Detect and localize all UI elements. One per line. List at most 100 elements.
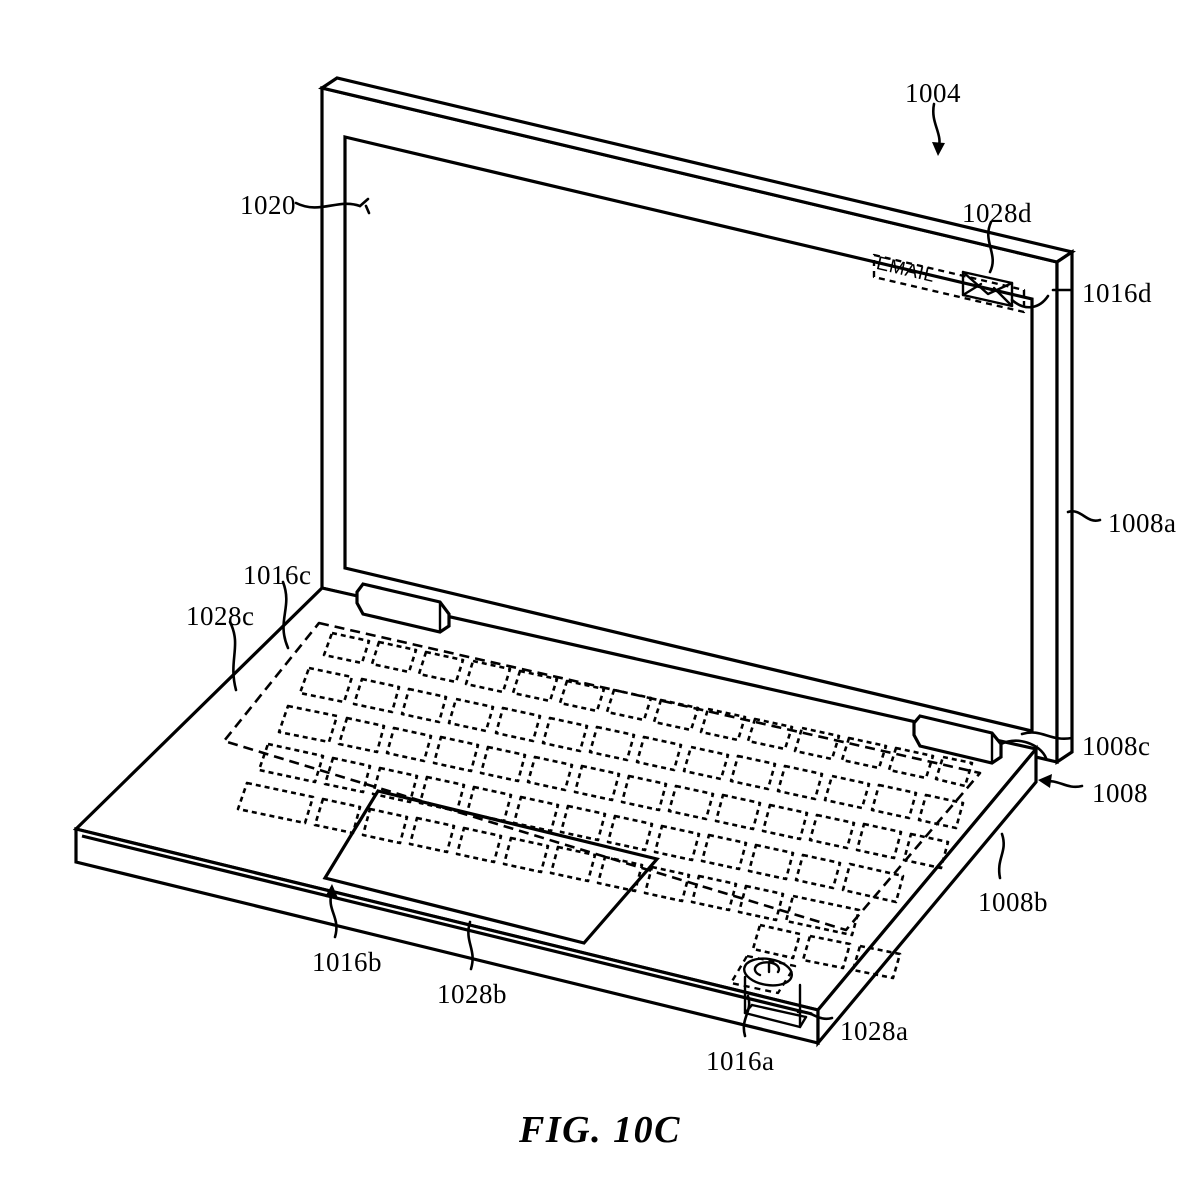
base-right-side-edge-1008b — [816, 744, 1038, 1048]
key-enter[interactable] — [841, 862, 905, 904]
key[interactable] — [667, 784, 715, 821]
keyboard-boundary — [222, 621, 982, 932]
power-button-group-1028a[interactable] — [729, 954, 808, 1029]
key[interactable] — [494, 706, 542, 743]
leader-1028a — [796, 1010, 834, 1021]
key[interactable] — [620, 774, 668, 812]
leader-1020 — [294, 201, 362, 209]
leader-1016a — [742, 994, 751, 1038]
key-shift-left[interactable] — [236, 781, 315, 825]
key[interactable] — [588, 725, 636, 762]
key[interactable] — [502, 836, 550, 874]
key[interactable] — [549, 845, 597, 883]
notification-band — [872, 253, 1026, 314]
key[interactable] — [606, 814, 654, 852]
leader-1016b-arrowhead — [325, 884, 338, 898]
key[interactable] — [298, 666, 354, 704]
key[interactable] — [700, 833, 748, 871]
key[interactable] — [855, 822, 903, 860]
key[interactable] — [917, 793, 965, 830]
key[interactable] — [751, 923, 802, 960]
power-button-region-1016a — [729, 954, 797, 995]
key[interactable] — [653, 824, 701, 862]
key-row-1[interactable] — [322, 631, 974, 788]
key[interactable] — [526, 755, 574, 792]
ref-label-1016c: 1016c — [243, 560, 312, 590]
ref-label-1028d: 1028d — [962, 198, 1032, 228]
key[interactable] — [371, 766, 419, 804]
key[interactable] — [714, 793, 762, 831]
key[interactable] — [455, 826, 503, 864]
key[interactable] — [851, 944, 902, 980]
ref-label-1028c: 1028c — [186, 601, 255, 631]
key[interactable] — [361, 807, 409, 845]
key[interactable] — [400, 687, 448, 724]
leader-1008a — [1066, 510, 1102, 522]
leader-1028c — [228, 620, 238, 692]
trackpad-1016b[interactable] — [322, 789, 660, 945]
key[interactable] — [737, 884, 785, 922]
right-hinge-arc — [999, 739, 1048, 760]
leader-lines — [228, 102, 1102, 1038]
key[interactable] — [934, 755, 974, 788]
envelope-icon-flap — [961, 270, 1014, 296]
key[interactable] — [573, 764, 621, 802]
key[interactable] — [808, 813, 856, 850]
key-tab[interactable] — [277, 704, 339, 744]
ref-label-1020: 1020 — [240, 190, 296, 220]
key-shift-right[interactable] — [784, 894, 861, 937]
ref-label-1004: 1004 — [905, 78, 961, 108]
leader-1004-arrowhead — [932, 142, 945, 156]
leader-1008b — [997, 832, 1005, 880]
key[interactable] — [823, 774, 871, 810]
key[interactable] — [776, 764, 824, 801]
key-row-2[interactable] — [298, 666, 965, 830]
key-row-3[interactable] — [277, 704, 950, 870]
key-caps[interactable] — [257, 742, 325, 784]
key[interactable] — [447, 697, 495, 733]
key[interactable] — [323, 756, 372, 794]
trackpad-surface[interactable] — [322, 789, 660, 945]
key[interactable] — [902, 832, 950, 870]
leader-1028d — [987, 220, 994, 274]
key[interactable] — [870, 783, 918, 820]
base-housing-1008 — [72, 586, 1039, 1048]
power-symbol-arc — [753, 961, 781, 977]
power-button-body-bottom — [750, 1003, 808, 1019]
envelope-icon-creases — [961, 282, 1014, 308]
key[interactable] — [690, 874, 738, 912]
lid-right-side-edge-1008a — [1055, 249, 1074, 765]
ref-label-1008c: 1008c — [1082, 731, 1151, 761]
key[interactable] — [596, 855, 644, 893]
keyboard-1016c[interactable] — [222, 621, 982, 980]
power-button-top[interactable] — [742, 955, 793, 988]
key[interactable] — [682, 745, 730, 781]
key[interactable] — [794, 853, 842, 890]
key[interactable] — [801, 934, 852, 970]
hinge-group — [355, 582, 1048, 765]
key[interactable] — [432, 735, 480, 773]
key[interactable] — [729, 754, 777, 791]
key[interactable] — [408, 816, 456, 854]
leader-1008c — [1020, 731, 1074, 741]
key[interactable] — [761, 803, 809, 841]
key-row-5[interactable] — [236, 781, 861, 937]
key[interactable] — [512, 795, 560, 833]
display-screen-bezel-1020 — [343, 134, 1034, 734]
key[interactable] — [541, 716, 589, 753]
key-row-6[interactable] — [751, 923, 902, 980]
ref-label-1008a: 1008a — [1108, 508, 1177, 538]
key[interactable] — [352, 677, 401, 714]
key[interactable] — [385, 726, 433, 763]
key[interactable] — [643, 865, 691, 903]
email-notification-group[interactable] — [872, 253, 1050, 314]
key[interactable] — [337, 716, 386, 754]
key[interactable] — [747, 843, 795, 881]
figure-caption: FIG. 10C — [519, 1109, 681, 1151]
key[interactable] — [559, 804, 607, 842]
key[interactable] — [479, 745, 527, 783]
ref-label-1028a: 1028a — [840, 1016, 909, 1046]
leader-1016c — [281, 580, 290, 650]
key[interactable] — [635, 735, 683, 772]
